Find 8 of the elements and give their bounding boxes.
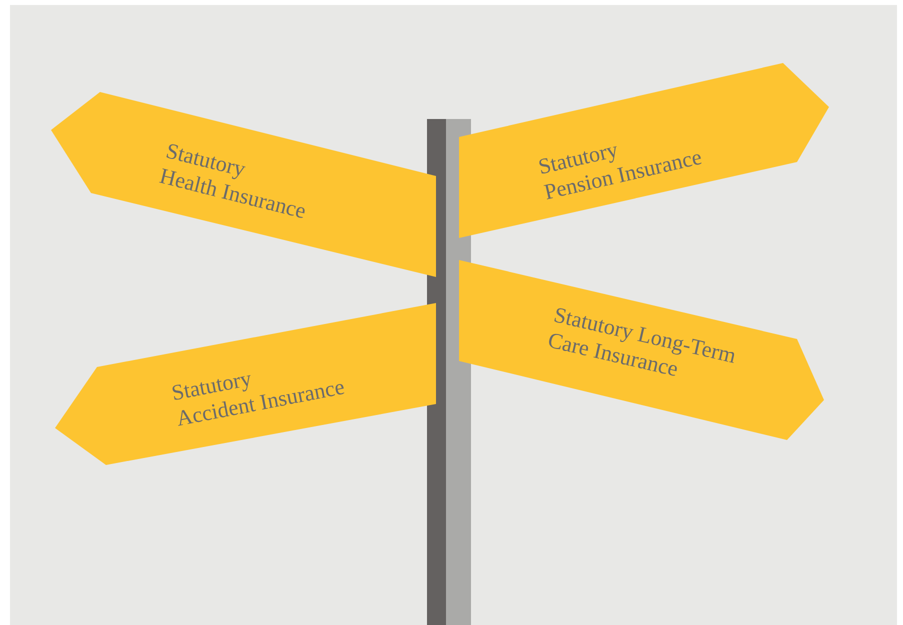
sign-label: Statutory Pension Insurance xyxy=(536,136,704,206)
sign-label: Statutory Accident Insurance xyxy=(169,364,347,432)
direction-sign xyxy=(459,63,829,238)
direction-sign xyxy=(51,92,436,277)
sign-label: Statutory Health Insurance xyxy=(157,138,310,224)
direction-sign xyxy=(55,303,436,465)
direction-sign xyxy=(459,260,824,440)
sign-label: Statutory Long-Term Care Insurance xyxy=(546,302,738,384)
